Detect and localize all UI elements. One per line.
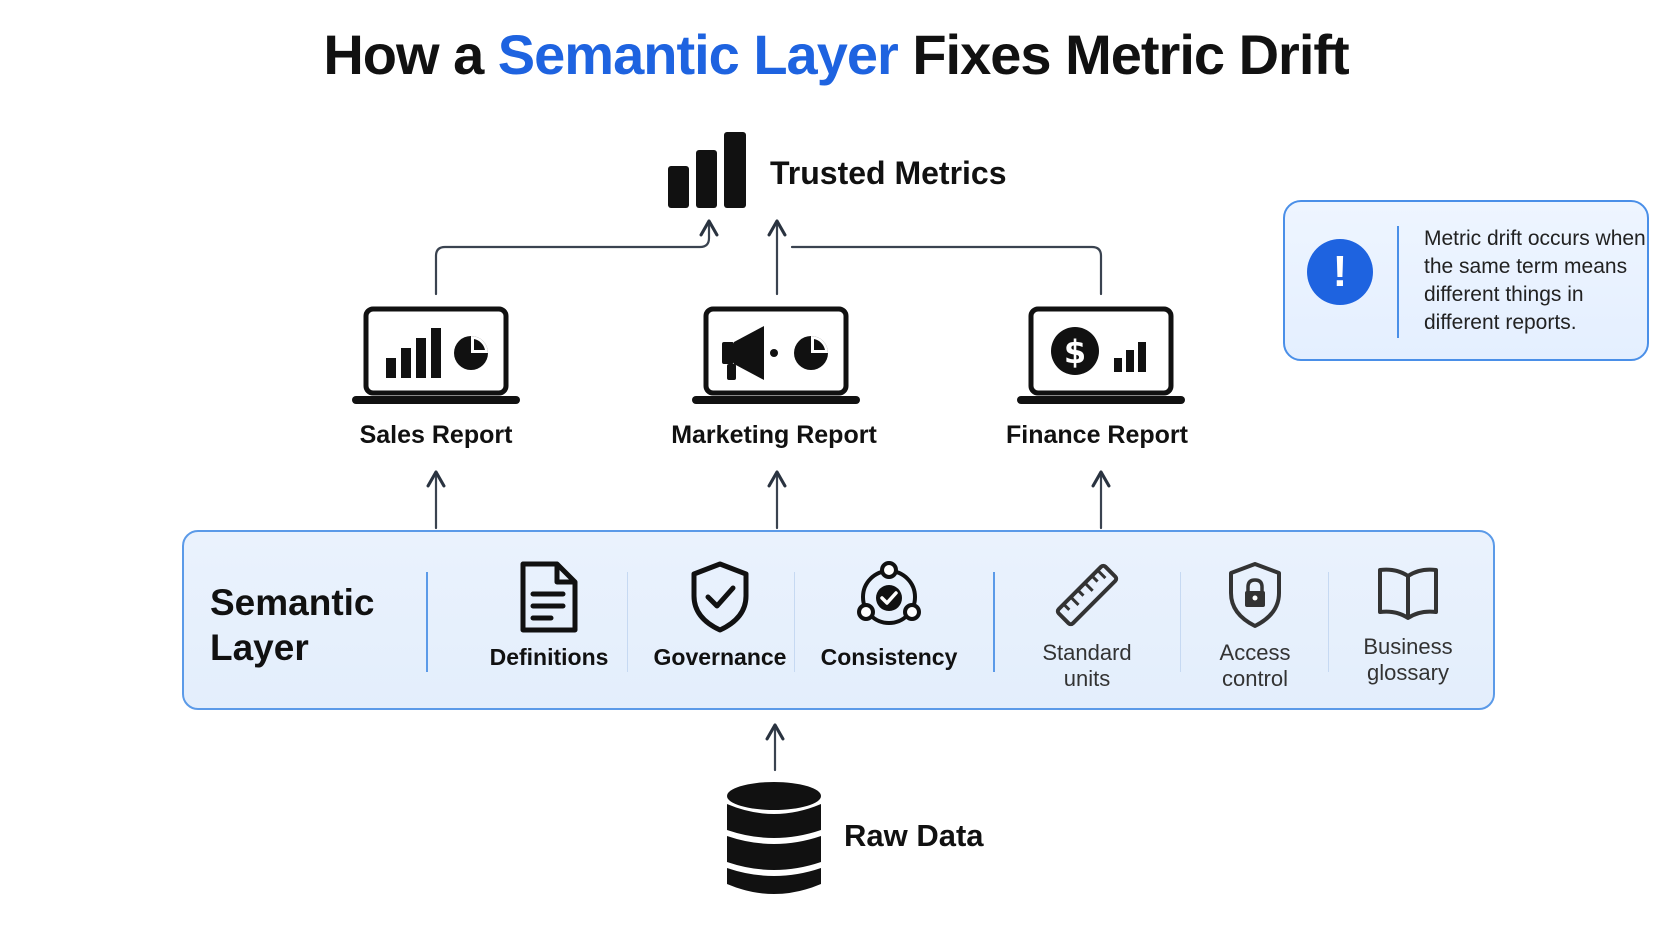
bar-chart-icon — [668, 132, 746, 208]
callout-divider — [1397, 226, 1399, 338]
page-title: How a Semantic Layer Fixes Metric Drift — [0, 22, 1672, 87]
title-highlight: Semantic Layer — [497, 23, 899, 86]
sales-report-label: Sales Report — [359, 421, 513, 449]
semantic-layer-panel: Semantic Layer Definitions Governance — [182, 530, 1495, 710]
ruler-icon — [1055, 563, 1119, 627]
feature-consistency: Consistency — [804, 560, 974, 670]
title-suffix: Fixes Metric Drift — [912, 23, 1349, 86]
metric-drift-callout: ! Metric drift occurs when the same term… — [1283, 200, 1649, 361]
title-prefix: How a — [323, 23, 484, 86]
feature-label-line: Standard units — [1042, 640, 1132, 691]
feature-label-line: Access control — [1219, 640, 1291, 691]
marketing-report-label: Marketing Report — [671, 421, 877, 449]
callout-text: Metric drift occurs when the same term m… — [1424, 227, 1646, 334]
line-finance-to-trusted — [790, 245, 1103, 296]
feature-label: Access control — [1170, 640, 1340, 692]
feature-label: Consistency — [820, 644, 958, 670]
consistency-icon — [857, 561, 921, 625]
feature-standard-units: Standard units — [1002, 560, 1172, 692]
feature-label: Business glossary — [1323, 634, 1493, 686]
svg-text:$: $ — [1064, 333, 1086, 371]
feature-governance: Governance — [635, 560, 805, 670]
database-icon — [727, 782, 821, 894]
panel-divider — [1180, 572, 1181, 672]
shield-check-icon — [691, 561, 749, 633]
book-icon — [1378, 567, 1438, 620]
laptop-marketing-icon — [692, 306, 860, 404]
panel-divider — [426, 572, 428, 672]
exclamation-icon: ! — [1307, 239, 1373, 305]
feature-label-line: Business glossary — [1363, 634, 1453, 685]
feature-business-glossary: Business glossary — [1323, 560, 1493, 686]
arrow-sales-to-trusted — [434, 219, 719, 296]
semantic-layer-title: Semantic Layer — [210, 580, 400, 670]
feature-label: Standard units — [1002, 640, 1172, 692]
feature-definitions: Definitions — [464, 560, 634, 670]
panel-divider — [627, 572, 628, 672]
finance-report-label: Finance Report — [1006, 421, 1188, 449]
lock-shield-icon — [1229, 562, 1281, 628]
laptop-sales-icon — [352, 306, 520, 404]
raw-data-label: Raw Data — [844, 818, 984, 853]
document-icon — [520, 561, 578, 633]
panel-divider — [794, 572, 795, 672]
panel-divider — [993, 572, 995, 672]
feature-label: Governance — [653, 644, 787, 670]
feature-access-control: Access control — [1170, 560, 1340, 692]
feature-label: Definitions — [489, 644, 609, 670]
laptop-finance-icon: $ — [1017, 306, 1185, 404]
panel-divider — [1328, 572, 1329, 672]
trusted-metrics-label: Trusted Metrics — [770, 155, 1007, 191]
semantic-layer-title-text: Semantic Layer — [210, 582, 375, 668]
